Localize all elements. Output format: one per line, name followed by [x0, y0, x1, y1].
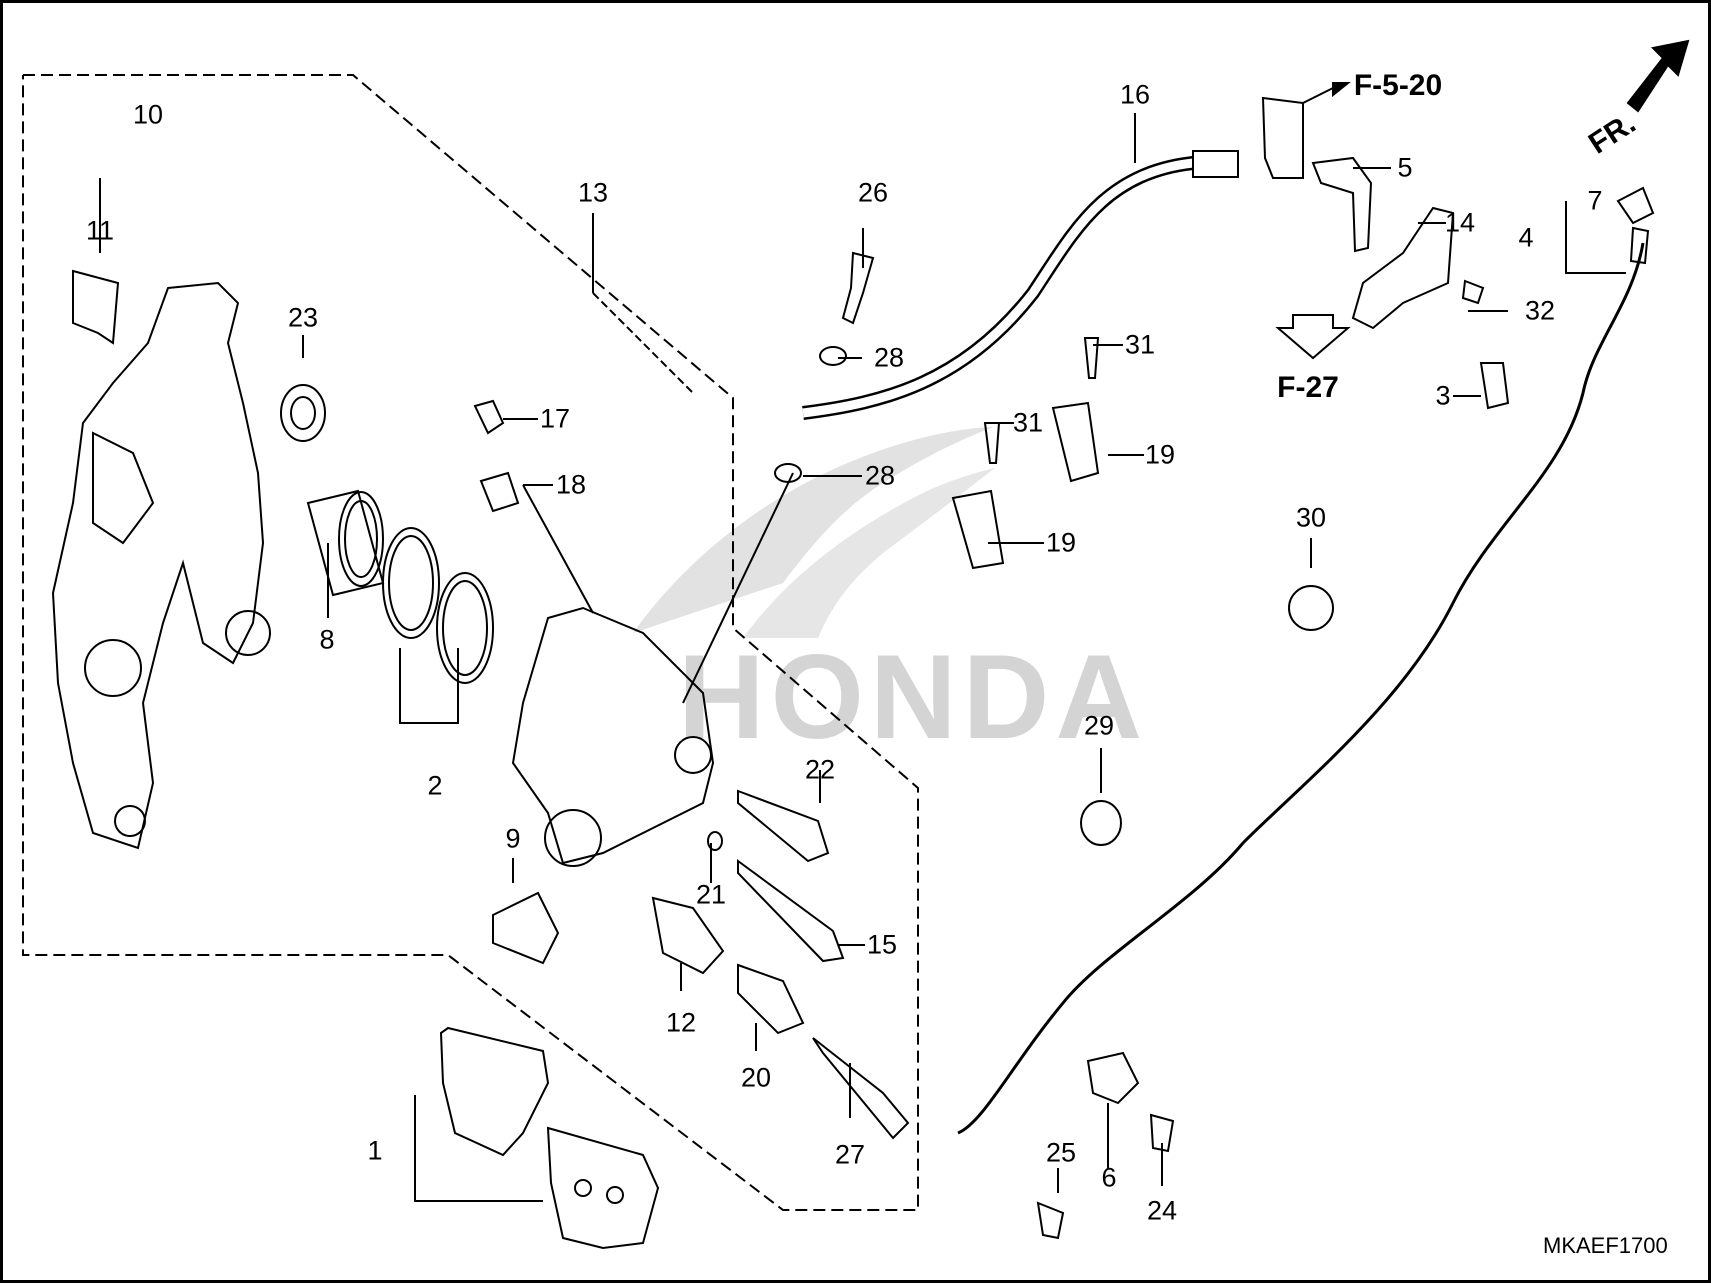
callout-16: 16: [1119, 79, 1151, 110]
callout-23: 23: [287, 302, 319, 333]
callout-13: 13: [577, 177, 609, 208]
callout-29: 29: [1083, 710, 1115, 741]
callout-31-upper: 31: [1124, 329, 1156, 360]
callout-8: 8: [319, 624, 335, 655]
callout-1: 1: [367, 1135, 383, 1166]
callout-22: 22: [804, 754, 836, 785]
callout-9: 9: [505, 823, 521, 854]
diagram-code: MKAEF1700: [1543, 1233, 1668, 1258]
brake-pad-b: [546, 1126, 660, 1250]
callout-21: 21: [695, 879, 727, 910]
callout-15: 15: [866, 929, 898, 960]
callout-6: 6: [1101, 1162, 1117, 1193]
bracket-1: [414, 1095, 543, 1202]
callout-31-lower: 31: [1012, 407, 1044, 438]
callout-32: 32: [1524, 295, 1556, 326]
callout-24: 24: [1146, 1195, 1178, 1226]
callout-20: 20: [740, 1062, 772, 1093]
callout-5: 5: [1397, 152, 1413, 183]
brake-pad-a: [439, 1026, 550, 1157]
caliper-body: [511, 606, 715, 865]
front-arrow: [1626, 39, 1690, 113]
sensor-wire: [957, 242, 1645, 1135]
callout-12: 12: [665, 1007, 697, 1038]
callout-18: 18: [555, 469, 587, 500]
callout-28-upper: 28: [873, 342, 905, 373]
pad-clip-11: [72, 269, 120, 345]
callout-27: 27: [834, 1139, 866, 1170]
caliper-bracket: [51, 281, 265, 850]
bracket-2: [399, 648, 459, 724]
kit-boundary: [22, 74, 919, 1211]
callout-11: 11: [85, 215, 115, 246]
section-ref-f-5-20: F-5-20: [1353, 69, 1443, 102]
callout-30: 30: [1295, 502, 1327, 533]
callout-19-lower: 19: [1045, 527, 1077, 558]
honda-wing-logo: [633, 427, 995, 638]
callout-25: 25: [1045, 1137, 1077, 1168]
callout-3: 3: [1435, 380, 1451, 411]
callout-19-upper: 19: [1144, 439, 1176, 470]
callout-17: 17: [539, 403, 571, 434]
callout-26: 26: [857, 177, 889, 208]
exploded-view: [22, 39, 1690, 1250]
bracket-4: [1565, 201, 1626, 274]
callout-7: 7: [1587, 185, 1603, 216]
callout-10: 10: [132, 99, 164, 130]
section-ref-f-27: F-27: [1277, 371, 1339, 404]
watermark-text: HONDA: [678, 630, 1148, 764]
callout-2: 2: [427, 770, 443, 801]
callout-28-lower: 28: [864, 460, 896, 491]
callout-4: 4: [1518, 222, 1534, 253]
callout-14: 14: [1444, 207, 1476, 238]
